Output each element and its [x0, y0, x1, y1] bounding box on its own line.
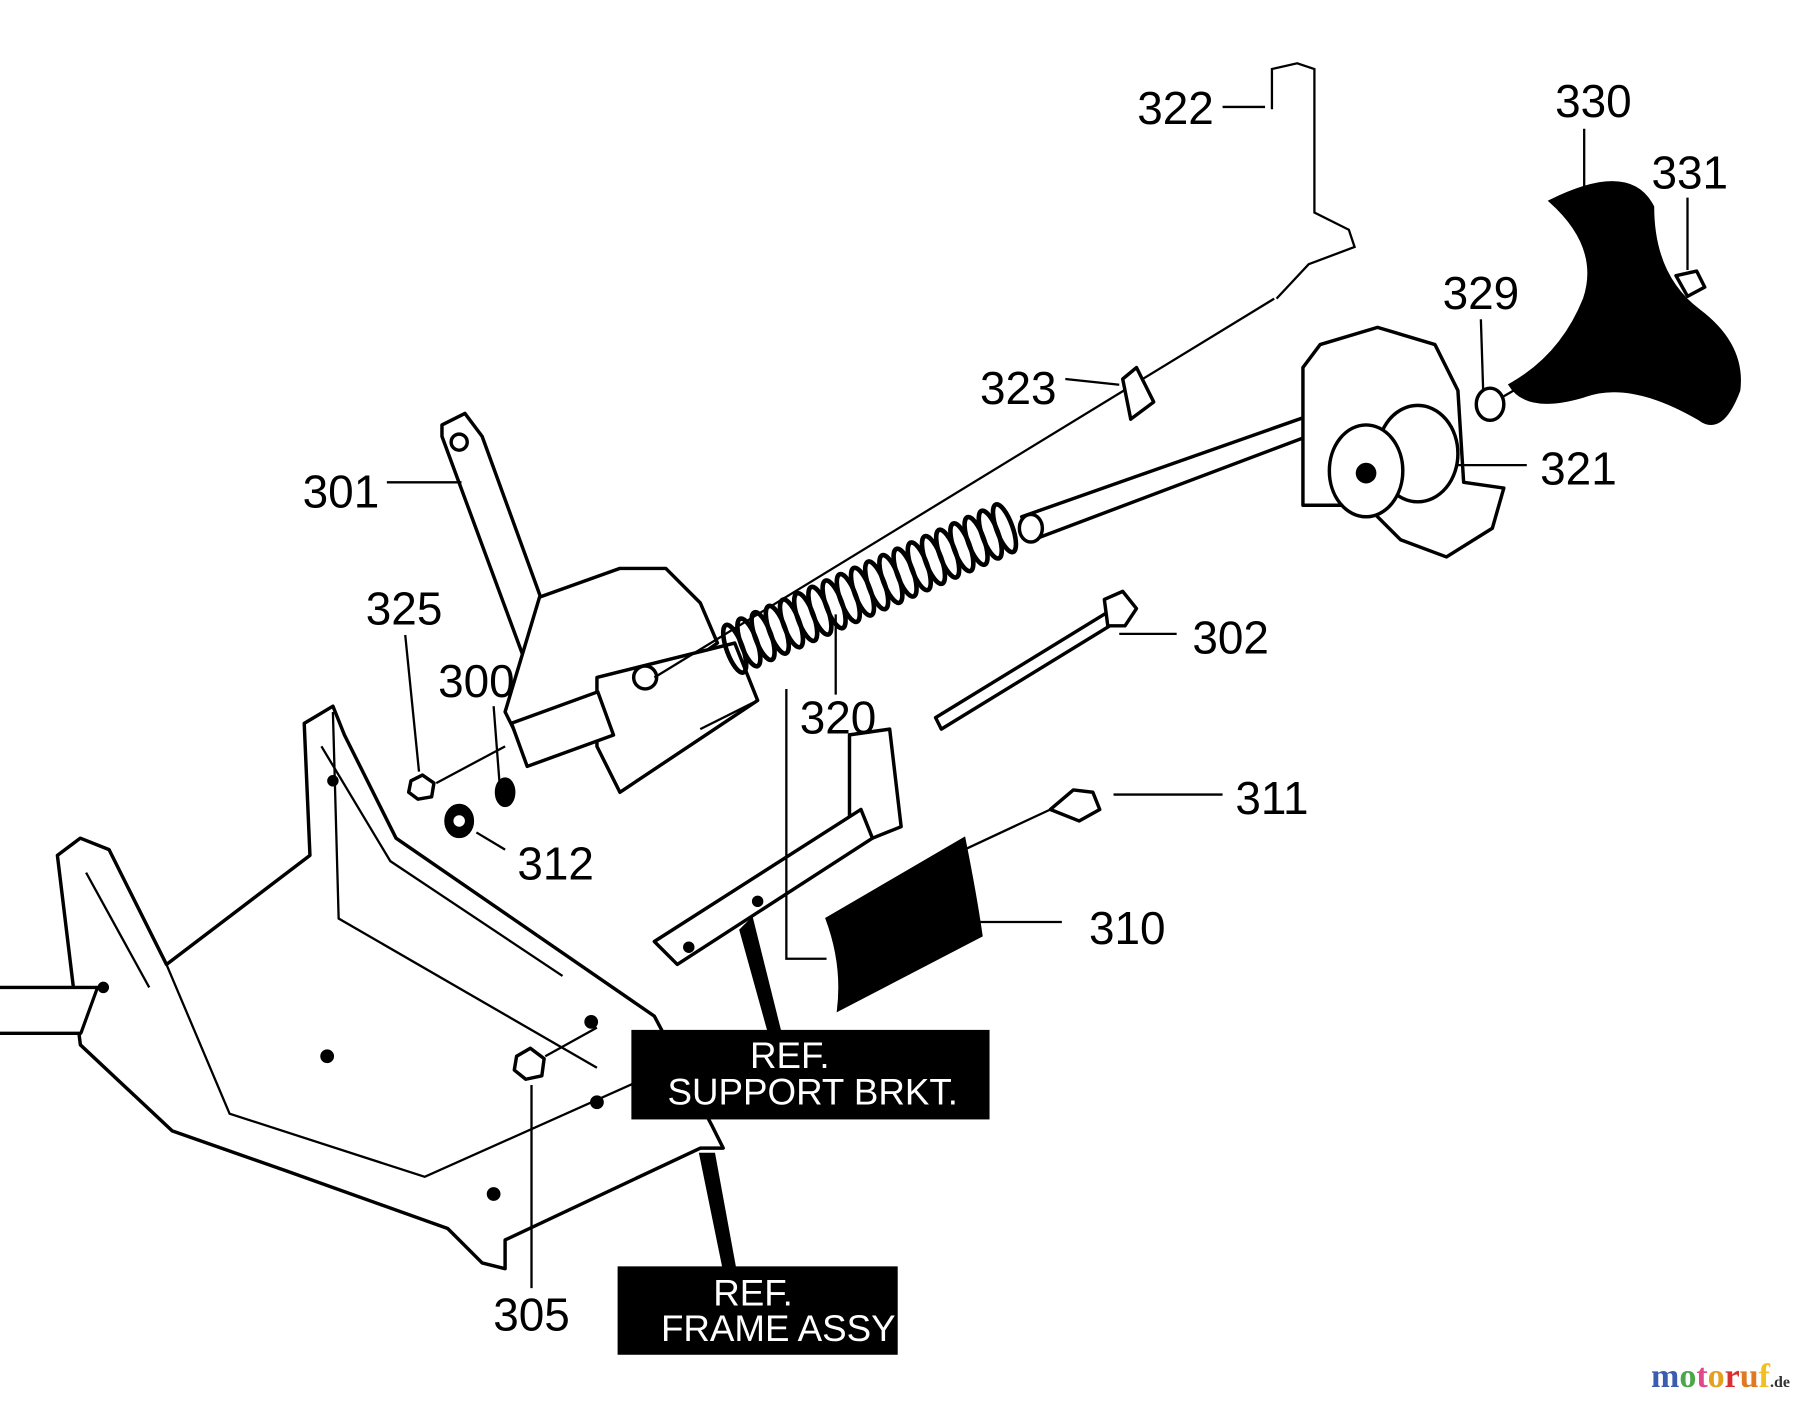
watermark-letter: o [1707, 1358, 1725, 1395]
ref-support-bracket: REF. SUPPORT BRKT. [631, 1029, 990, 1120]
spring-coil [919, 533, 948, 587]
callout-302: 302 [1192, 611, 1269, 663]
watermark-letter: m [1651, 1358, 1680, 1395]
callout-325: 325 [366, 583, 443, 635]
screw-311 [1048, 788, 1102, 823]
spring-coil [948, 521, 976, 574]
spring-coil [891, 546, 919, 599]
callout-331: 331 [1651, 146, 1728, 198]
callout-321: 321 [1540, 443, 1617, 495]
spring-coil [976, 508, 1005, 561]
spring-320 [653, 297, 1275, 679]
watermark-letter: t [1696, 1358, 1708, 1395]
spring-coil [749, 609, 777, 663]
spring-coil [820, 578, 848, 631]
spring-coil [763, 603, 792, 656]
frame-assembly [0, 704, 725, 1271]
callout-300: 300 [438, 655, 515, 707]
lever-and-bracket [440, 411, 760, 794]
ref-frame-assembly: REF. FRAME ASSY [617, 1266, 898, 1355]
svg-text:SUPPORT BRKT.: SUPPORT BRKT. [668, 1072, 958, 1113]
watermark-letter: f [1758, 1358, 1770, 1395]
spring-coil [905, 540, 934, 593]
callout-322: 322 [1137, 82, 1214, 134]
svg-text:REF.: REF. [713, 1272, 793, 1313]
bolt-302 [652, 589, 1139, 967]
callout-329: 329 [1443, 267, 1520, 319]
watermark-letter: o [1679, 1358, 1697, 1395]
spring-coil [962, 514, 990, 568]
callout-310: 310 [1089, 902, 1166, 954]
callout-305: 305 [493, 1289, 570, 1341]
spring-coil [806, 584, 834, 637]
spring-coil [862, 559, 891, 612]
callout-330: 330 [1555, 75, 1632, 127]
spring-coil [848, 565, 877, 618]
pivot-bracket [1301, 325, 1506, 559]
spring-coil [834, 571, 863, 625]
watermark-tld: .de [1770, 1374, 1790, 1391]
spring-coil [933, 527, 962, 580]
knob-330 [1507, 181, 1741, 425]
callout-301: 301 [303, 466, 380, 518]
plate-310 [825, 836, 983, 1013]
callout-323: 323 [980, 362, 1057, 414]
callout-320: 320 [800, 692, 877, 744]
callout-311: 311 [1235, 772, 1308, 824]
leader-lines [386, 105, 1689, 1289]
watermark-letter: r [1724, 1358, 1740, 1395]
watermark-letter: u [1739, 1358, 1759, 1395]
spring-coil [877, 552, 905, 606]
spring-coil [990, 502, 1019, 555]
callout-312: 312 [517, 838, 594, 890]
spring-coil [777, 597, 806, 650]
spring-coil [791, 590, 820, 644]
svg-text:REF.: REF. [750, 1035, 830, 1076]
watermark-logo: motoruf.de [1651, 1358, 1790, 1396]
svg-text:FRAME ASSY: FRAME ASSY [661, 1308, 896, 1349]
callout-labels: 322 330 331 329 323 321 301 325 300 302 … [303, 75, 1728, 1340]
